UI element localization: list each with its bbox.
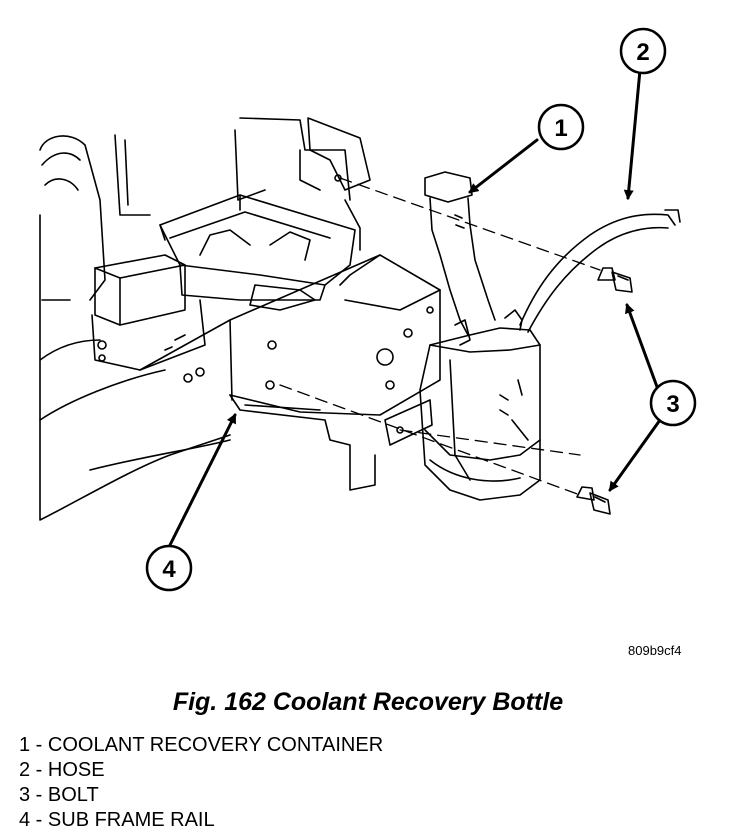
legend-list: 1 - COOLANT RECOVERY CONTAINER 2 - HOSE …	[19, 733, 383, 833]
hose	[519, 209, 681, 333]
relay-module	[91, 254, 206, 371]
legend-label: BOLT	[47, 784, 99, 806]
legend-item: 3 - BOLT	[19, 784, 99, 806]
legend-number: 2	[19, 759, 31, 781]
legend-label: SUB FRAME RAIL	[47, 809, 215, 831]
svg-text:4: 4	[162, 556, 176, 583]
coolant-recovery-container	[419, 171, 541, 501]
legend-label: HOSE	[47, 759, 105, 781]
legend-item: 1 - COOLANT RECOVERY CONTAINER	[19, 734, 384, 756]
coolant-bottle-illustration: 1 2 3 4	[39, 27, 697, 592]
callout-4: 4	[145, 544, 193, 592]
callout-2: 2	[619, 27, 667, 75]
svg-text:3: 3	[666, 391, 679, 418]
bolt-upper	[597, 267, 633, 293]
callout-3: 3	[649, 379, 697, 427]
battery-tray	[159, 194, 356, 311]
figure-caption: Fig. 162 Coolant Recovery Bottle	[172, 688, 564, 716]
sub-frame-rail	[139, 254, 441, 491]
svg-text:1: 1	[554, 115, 567, 142]
bolt-lower	[576, 486, 611, 515]
legend-number: 4	[19, 809, 31, 831]
callout-1: 1	[537, 103, 585, 151]
legend-number: 1	[19, 734, 31, 756]
alignment-lines	[279, 177, 601, 496]
engine-bay-outline	[39, 117, 361, 521]
svg-text:2: 2	[636, 39, 649, 66]
legend-number: 3	[19, 784, 31, 806]
legend-item: 4 - SUB FRAME RAIL	[19, 809, 215, 831]
leader-arrows	[168, 68, 662, 547]
legend-label: COOLANT RECOVERY CONTAINER	[47, 734, 384, 756]
legend-item: 2 - HOSE	[19, 759, 105, 781]
image-code: 809b9cf4	[628, 643, 682, 658]
